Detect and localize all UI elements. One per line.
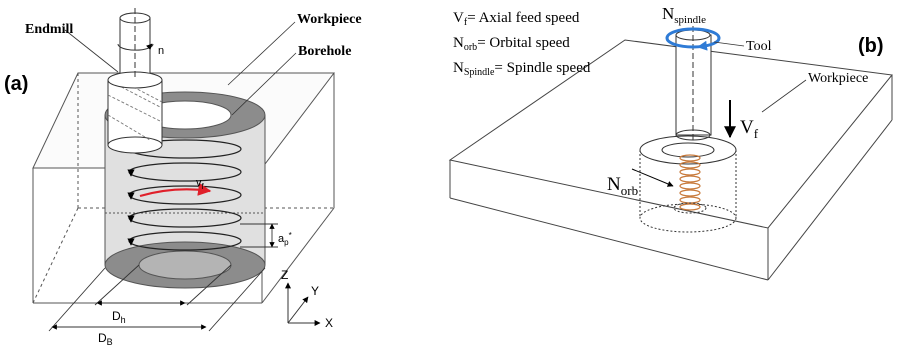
spindle-rotation-ring [665,27,721,49]
coordinate-axes [285,282,321,326]
panel-a: vf n Endmill Workpiece Borehole (a) ap* [4,8,362,347]
db-label: DB [98,331,113,347]
workpiece-label-a: Workpiece [297,12,362,27]
axis-z-label: Z [281,268,288,282]
axis-x-label: X [325,316,333,330]
orbit-ring [673,202,707,214]
panel-a-endmill [107,8,163,154]
tool-label: Tool [746,39,772,54]
axis-y-label: Y [311,284,319,298]
legend-item-nspindle: NSpindle= Spindle speed [453,60,591,78]
vf-label-a: vf [196,177,205,191]
ap-dimension [240,223,278,248]
norb-label-b: Norb [607,174,638,198]
panel-b-label: (b) [858,35,884,57]
vf-arrow-red [139,182,212,198]
borehole-label: Borehole [298,44,351,59]
panel-a-label: (a) [4,73,28,95]
nspindle-label: Nspindle [662,4,706,26]
legend-item-vf: Vf= Axial feed speed [453,10,580,28]
legend: Vf= Axial feed speed Norb= Orbital speed… [453,10,591,78]
legend-item-norb: Norb= Orbital speed [453,35,570,53]
diameter-dimensions [48,264,266,332]
panel-b-helix [679,154,701,211]
dh-label: Dh [112,309,126,325]
workpiece-label-b: Workpiece [808,71,868,86]
panel-b-workpiece-slab [448,39,893,281]
ap-label: ap* [278,231,292,247]
vf-label-b: Vf [740,117,759,141]
endmill-label: Endmill [25,22,73,37]
panel-b: Vf Norb Nspindle Tool Workpiece (b) Vf= … [448,4,893,281]
n-label-a: n [158,45,164,57]
